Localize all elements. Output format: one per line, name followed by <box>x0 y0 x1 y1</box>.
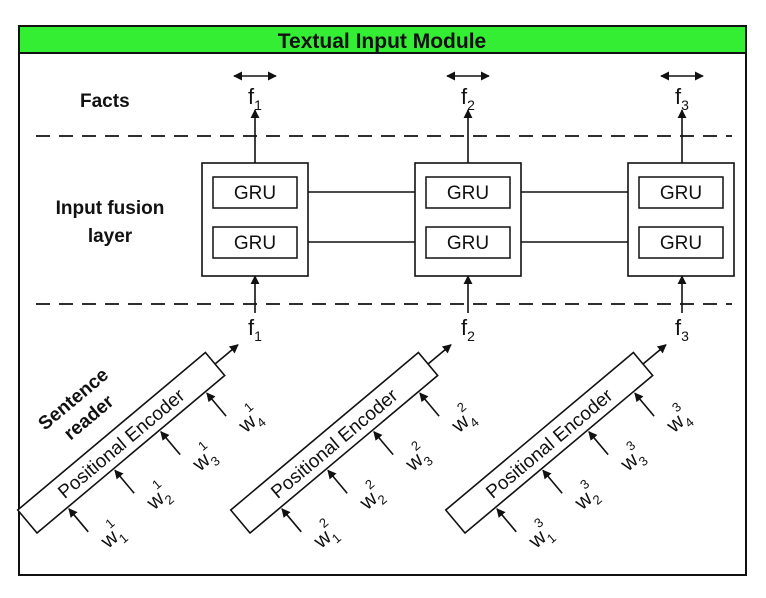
gru-backward-label: GRU <box>447 233 489 254</box>
module-title: Textual Input Module <box>278 30 486 53</box>
encoder-output-arrow <box>214 344 239 365</box>
gru-backward-label: GRU <box>660 233 702 254</box>
gru-forward-label: GRU <box>234 183 276 204</box>
gru-forward <box>212 176 298 209</box>
facts-label: Facts <box>80 91 130 112</box>
gru-backward-label: GRU <box>234 233 276 254</box>
fusion-label-line1: Input fusion <box>56 198 165 219</box>
fact-output-label: f2 <box>461 84 475 113</box>
gru-forward-label: GRU <box>447 183 489 204</box>
module-header <box>18 25 747 54</box>
fusion-label-line2: layer <box>88 226 133 247</box>
fact-output-label: f3 <box>675 84 689 113</box>
gru-backward <box>212 226 298 259</box>
gru-forward-label: GRU <box>660 183 702 204</box>
module-frame <box>18 25 747 576</box>
positional-encoder-box <box>229 351 439 535</box>
fact-column-3: f3 GRU GRU f3 <box>627 71 735 344</box>
encoder-output-arrow <box>427 344 452 365</box>
gru-forward <box>638 176 724 209</box>
fact-column-2: f2 GRU GRU f2 <box>414 71 522 344</box>
fact-input-label: f2 <box>461 315 475 344</box>
fact-column-1: f1 GRU GRU f1 <box>201 71 309 344</box>
gru-backward <box>425 226 511 259</box>
fact-input-label: f1 <box>248 315 262 344</box>
gru-forward <box>425 176 511 209</box>
positional-encoder-box <box>444 351 654 535</box>
encoder-output-arrow <box>642 344 667 365</box>
fact-input-label: f3 <box>675 315 689 344</box>
gru-backward <box>638 226 724 259</box>
fact-output-label: f1 <box>248 84 262 113</box>
